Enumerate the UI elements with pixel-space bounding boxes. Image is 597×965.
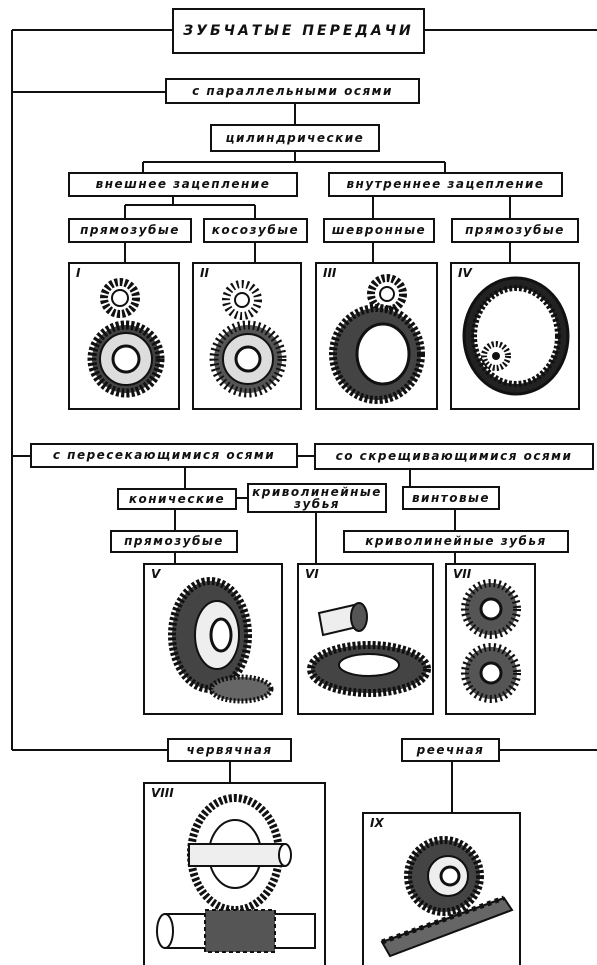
bevel-box: конические bbox=[117, 488, 237, 510]
figure-panel-ii: II bbox=[192, 262, 302, 410]
figure-label: IX bbox=[370, 816, 384, 830]
figure-label: II bbox=[200, 266, 209, 280]
figure-panel-v: V bbox=[143, 563, 283, 715]
internal-gear-pair-icon bbox=[462, 276, 570, 396]
figure-label: VIII bbox=[151, 786, 174, 800]
figure-label: V bbox=[151, 567, 161, 581]
crossing-axes-box: со скрещивающимися осями bbox=[314, 443, 594, 470]
spur-bevel-box: прямозубые bbox=[110, 530, 238, 553]
figure-label: VII bbox=[453, 567, 472, 581]
figure-label: III bbox=[323, 266, 337, 280]
figure-panel-iii: III bbox=[315, 262, 438, 410]
crossed-helical-gear-pair-icon bbox=[461, 579, 521, 703]
external-mesh-box: внешнее зацепление bbox=[68, 172, 298, 197]
spur-gear-pair-icon bbox=[87, 278, 165, 398]
cylindrical-box: цилиндрические bbox=[210, 124, 380, 152]
intersecting-axes-box: с пересекающимися осями bbox=[30, 443, 298, 468]
figure-label: I bbox=[76, 266, 81, 280]
worm-gear-box: червячная bbox=[167, 738, 292, 762]
figure-panel-vi: VI bbox=[297, 563, 434, 715]
figure-label: VI bbox=[305, 567, 319, 581]
spur-external-box: прямозубые bbox=[68, 218, 192, 243]
spur-internal-box: прямозубые bbox=[451, 218, 579, 243]
helical-box: косозубые bbox=[203, 218, 308, 243]
helical-gear-pair-icon bbox=[209, 280, 287, 398]
curved-teeth-bevel-box: криволинейные зубья bbox=[247, 483, 387, 513]
diagram-title: ЗУБЧАТЫЕ ПЕРЕДАЧИ bbox=[172, 8, 425, 54]
rack-box: реечная bbox=[401, 738, 500, 762]
hypoid-gear-pair-icon bbox=[307, 602, 431, 697]
figure-label: IV bbox=[458, 266, 472, 280]
figure-panel-i: I bbox=[68, 262, 180, 410]
parallel-axes-box: с параллельными осями bbox=[165, 78, 420, 104]
figure-panel-viii: VIII bbox=[143, 782, 326, 965]
screw-box: винтовые bbox=[402, 486, 500, 510]
rack-and-pinion-icon bbox=[380, 836, 514, 958]
herringbone-box: шевронные bbox=[323, 218, 435, 243]
worm-gear-icon bbox=[156, 794, 316, 953]
figure-panel-iv: IV bbox=[450, 262, 580, 410]
figure-panel-ix: IX bbox=[362, 812, 521, 965]
figure-panel-vii: VII bbox=[445, 563, 536, 715]
internal-mesh-box: внутреннее зацепление bbox=[328, 172, 563, 197]
curved-teeth-crossing-box: криволинейные зубья bbox=[343, 530, 569, 553]
herringbone-gear-pair-icon bbox=[329, 274, 425, 404]
straight-bevel-gear-pair-icon bbox=[168, 577, 274, 704]
